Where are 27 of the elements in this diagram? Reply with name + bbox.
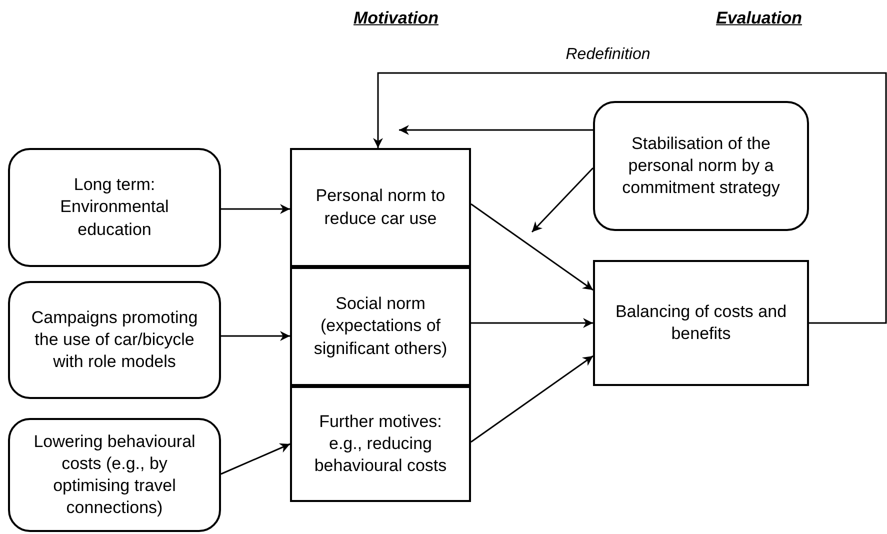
box-text: Further motives: e.g., reducing behavioural costs	[313, 410, 448, 478]
box-text: Stabilisation of the personal norm by a commitment strategy	[621, 132, 781, 200]
arrow	[221, 331, 290, 341]
box-text: Campaigns promoting the use of car/bicycle with role models	[30, 306, 199, 374]
process-box	[593, 260, 809, 386]
box-text: Lowering behavioural costs (e.g., by optimising travel connections)	[32, 430, 196, 520]
arrow	[221, 204, 290, 214]
arrow	[471, 318, 593, 328]
box-text: Social norm (expectations of significant others)	[312, 293, 448, 360]
arrow	[470, 355, 594, 443]
process-box	[290, 386, 471, 502]
arrow	[470, 203, 594, 291]
process-box	[290, 148, 471, 267]
section-heading: Evaluation	[716, 7, 802, 30]
arrow	[399, 125, 593, 135]
box-text: Long term: Environmental education	[59, 174, 170, 241]
rounded-box	[8, 418, 221, 532]
rounded-box	[593, 101, 809, 231]
arrow	[531, 167, 594, 233]
section-heading: Motivation	[354, 7, 438, 30]
process-box	[290, 267, 471, 386]
rounded-box	[8, 148, 221, 267]
rounded-box	[8, 281, 221, 399]
box-text: Personal norm to reduce car use	[314, 185, 446, 230]
arrow	[220, 443, 290, 475]
box-text: Balancing of costs and benefits	[614, 300, 788, 345]
arrow	[373, 72, 887, 324]
